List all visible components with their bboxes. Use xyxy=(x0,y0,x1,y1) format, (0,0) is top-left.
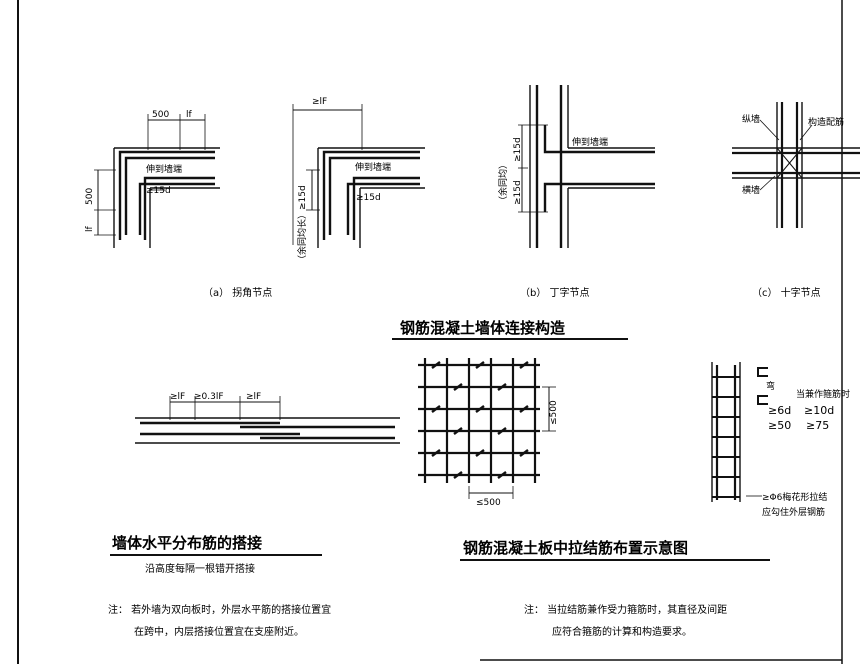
corner-b-dim-15d: ≥15d xyxy=(356,193,381,203)
cross-label-column-bar: 构造配筋 xyxy=(808,116,844,128)
corner-a-vert-500: 500 xyxy=(85,188,95,205)
corner-b-dim-top: ≥lF xyxy=(312,97,327,107)
mesh-dim-right: ≤500 xyxy=(549,400,559,425)
lap-title: 墙体水平分布筋的搭接 xyxy=(112,534,262,552)
tie-val-50: ≥50 xyxy=(768,419,791,432)
lap-dim-right: ≥lF xyxy=(246,392,261,402)
lap-splice-detail xyxy=(135,396,400,444)
note-right-line-1: 注： 当拉结筋兼作受力箍筋时，其直径及间距 xyxy=(524,603,727,616)
corner-b-vert-dim: ≥15d xyxy=(298,185,308,210)
caption-a: （a） 拐角节点 xyxy=(203,286,272,299)
lap-dim-mid: ≥0.3lF xyxy=(194,392,224,402)
lap-subtitle: 沿高度每隔一根错开搭接 xyxy=(145,562,255,575)
mesh-dim-bottom: ≤500 xyxy=(476,498,501,508)
t-node xyxy=(518,85,655,248)
note-left-line-1: 注： 若外墙为双向板时，外层水平筋的搭接位置宜 xyxy=(108,603,331,616)
tie-label-hook: 弯 xyxy=(766,380,775,392)
tie-mesh xyxy=(418,358,556,499)
corner-a-ext-label: 伸到墙端 xyxy=(146,163,182,175)
note-right-line-2: 应符合箍筋的计算和构造要求。 xyxy=(552,625,692,638)
tie-val-75: ≥75 xyxy=(806,419,829,432)
corner-b-ext-label: 伸到墙端 xyxy=(355,161,391,173)
board-title: 钢筋混凝土板中拉结筋布置示意图 xyxy=(463,539,688,557)
corner-node-b xyxy=(292,104,425,248)
tie-label-as-stirrup: 当兼作箍筋时 xyxy=(796,388,850,400)
tie-note-2: 应勾住外层钢筋 xyxy=(762,506,825,518)
corner-a-vert-lf: lf xyxy=(85,225,95,232)
cross-label-horizontal-wall: 横墙 xyxy=(742,184,760,196)
corner-b-vert-label: （余同均长） xyxy=(296,210,308,264)
cross-node xyxy=(732,102,860,228)
t-node-dim-15d-bot: ≥15d xyxy=(513,180,523,205)
corner-a-dim-15d: ≥15d xyxy=(146,186,171,196)
t-node-dim-15d-top: ≥15d xyxy=(513,137,523,162)
mesh-tie-marks xyxy=(431,361,529,479)
corner-a-dim-lf: lf xyxy=(186,110,193,120)
note-left-line-2: 在跨中，内层搭接位置宜在支座附近。 xyxy=(134,625,304,638)
corner-a-dim-500: 500 xyxy=(152,110,169,120)
tie-val-10d: ≥10d xyxy=(804,404,834,417)
caption-c: （c） 十字节点 xyxy=(752,286,821,299)
main-title: 钢筋混凝土墙体连接构造 xyxy=(400,319,565,337)
tie-note-1: ≥Φ6梅花形拉结 xyxy=(762,491,827,503)
tie-column xyxy=(711,362,768,502)
tie-val-6d: ≥6d xyxy=(768,404,791,417)
caption-b: （b） 丁字节点 xyxy=(520,286,590,299)
corner-node-a xyxy=(94,114,220,248)
lap-dim-left: ≥lF xyxy=(170,392,185,402)
t-node-left-label: （余同均） xyxy=(497,160,509,205)
t-node-ext-label: 伸到墙端 xyxy=(572,136,608,148)
cross-label-vertical-wall: 纵墙 xyxy=(742,113,760,125)
